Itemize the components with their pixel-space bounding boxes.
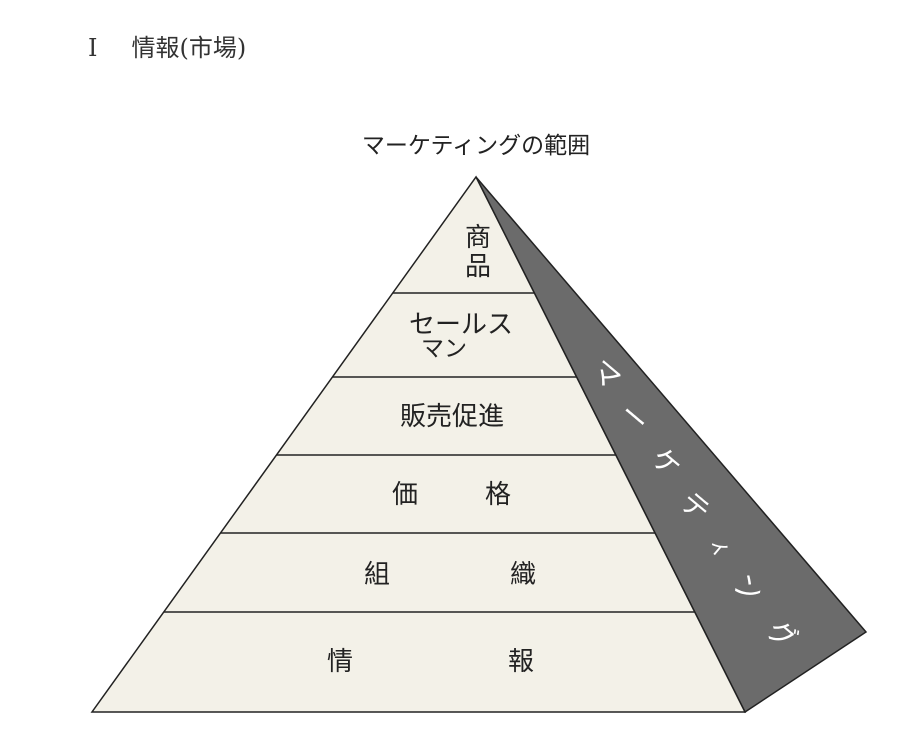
level-label-sales-promotion: 販売促進 <box>400 402 504 432</box>
level-label-product-1: 商 <box>465 223 491 253</box>
level-label-organization-1: 組 <box>364 560 390 590</box>
level-label-price-1: 価 <box>392 480 418 510</box>
pyramid-front-face <box>90 175 747 713</box>
section-number: I <box>88 34 98 62</box>
level-label-price-2: 格 <box>485 480 511 510</box>
level-label-information-2: 報 <box>508 647 534 677</box>
level-label-product-2: 品 <box>465 252 491 282</box>
level-label-information-1: 情 <box>327 647 353 677</box>
section-heading: I 情報(市場) <box>88 28 246 63</box>
section-title: 情報(市場) <box>131 34 247 62</box>
level-label-salesman-1: セールス <box>409 310 513 340</box>
level-label-salesman-2: マン <box>421 336 467 362</box>
diagram-title: マーケティングの範囲 <box>361 133 591 159</box>
level-label-organization-2: 織 <box>510 560 536 590</box>
